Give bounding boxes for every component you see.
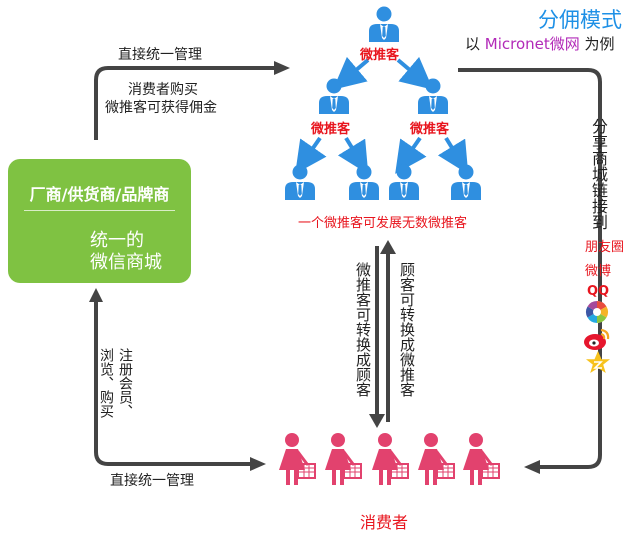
channel-pengyouquan: 朋友圈 <box>585 240 625 255</box>
register-label-1: 注册会员、 <box>117 348 133 418</box>
agent-top-figure <box>369 6 399 42</box>
share-link-label: 分享商城链接到 <box>589 118 608 230</box>
consumer-figure-4 <box>416 431 456 487</box>
star-icon <box>586 351 610 373</box>
consumer-figure-5 <box>461 431 501 487</box>
bottom-management-arrow <box>94 300 252 466</box>
commission-line-2: 微推客可获得佣金 <box>105 100 217 116</box>
center-double-arrow <box>369 240 396 428</box>
top-arrowhead <box>274 61 290 75</box>
agent-leaf-3 <box>389 164 419 200</box>
tree-arrows <box>295 56 469 175</box>
agent-leaf-4 <box>451 164 481 200</box>
consumer-figure-2 <box>323 431 363 487</box>
consumer-figure-1 <box>277 431 317 487</box>
agent-right-figure <box>418 78 448 114</box>
qq-color-icon <box>586 301 608 323</box>
share-arrow <box>458 68 602 469</box>
customer-to-agent-label: 顾客可转换成微推客 <box>398 262 416 397</box>
store-divider <box>24 210 175 211</box>
consumer-figure-3 <box>370 431 410 487</box>
top-management-arrow <box>94 66 276 140</box>
agent-to-customer-label: 微推客可转换成顾客 <box>354 262 372 397</box>
top-management-label: 直接统一管理 <box>118 47 202 63</box>
diagram-title: 分佣模式 <box>538 8 622 32</box>
register-arrowhead <box>89 288 103 302</box>
agent-left-label: 微推客 <box>311 122 351 137</box>
store-name: 统一的 微信商城 <box>90 230 185 274</box>
flow-arrows <box>94 66 602 469</box>
agent-leaf-1 <box>285 164 315 200</box>
agent-top-label: 微推客 <box>360 48 400 63</box>
consumers-label: 消费者 <box>360 513 409 532</box>
store-name-line-2: 微信商城 <box>90 252 162 273</box>
store-name-line-1: 统一的 <box>90 230 144 251</box>
subtitle-brand: Micronet微网 <box>484 35 580 53</box>
agent-caption: 一个微推客可发展无数微推客 <box>298 216 468 231</box>
subtitle-suffix: 为例 <box>579 35 615 53</box>
sina-weibo-icon <box>584 328 610 350</box>
bottom-arrowhead <box>250 457 266 471</box>
diagram-subtitle: 以 Micronet微网 为例 <box>465 33 615 54</box>
bottom-management-label: 直接统一管理 <box>110 473 194 489</box>
store-owner-title: 厂商/供货商/品牌商 <box>29 185 170 204</box>
agent-leaf-2 <box>349 164 379 200</box>
subtitle-prefix: 以 <box>465 35 485 53</box>
wechat-store-box: 厂商/供货商/品牌商 统一的 微信商城 <box>8 159 191 283</box>
share-arrowhead <box>524 460 540 474</box>
commission-line-1: 消费者购买 <box>128 82 198 98</box>
channel-weibo: 微博 <box>585 264 612 279</box>
register-label-2: 浏览、购买 <box>98 348 114 418</box>
channel-qq: QQ <box>587 284 610 299</box>
agent-right-label: 微推客 <box>410 122 450 137</box>
agent-left-figure <box>319 78 349 114</box>
